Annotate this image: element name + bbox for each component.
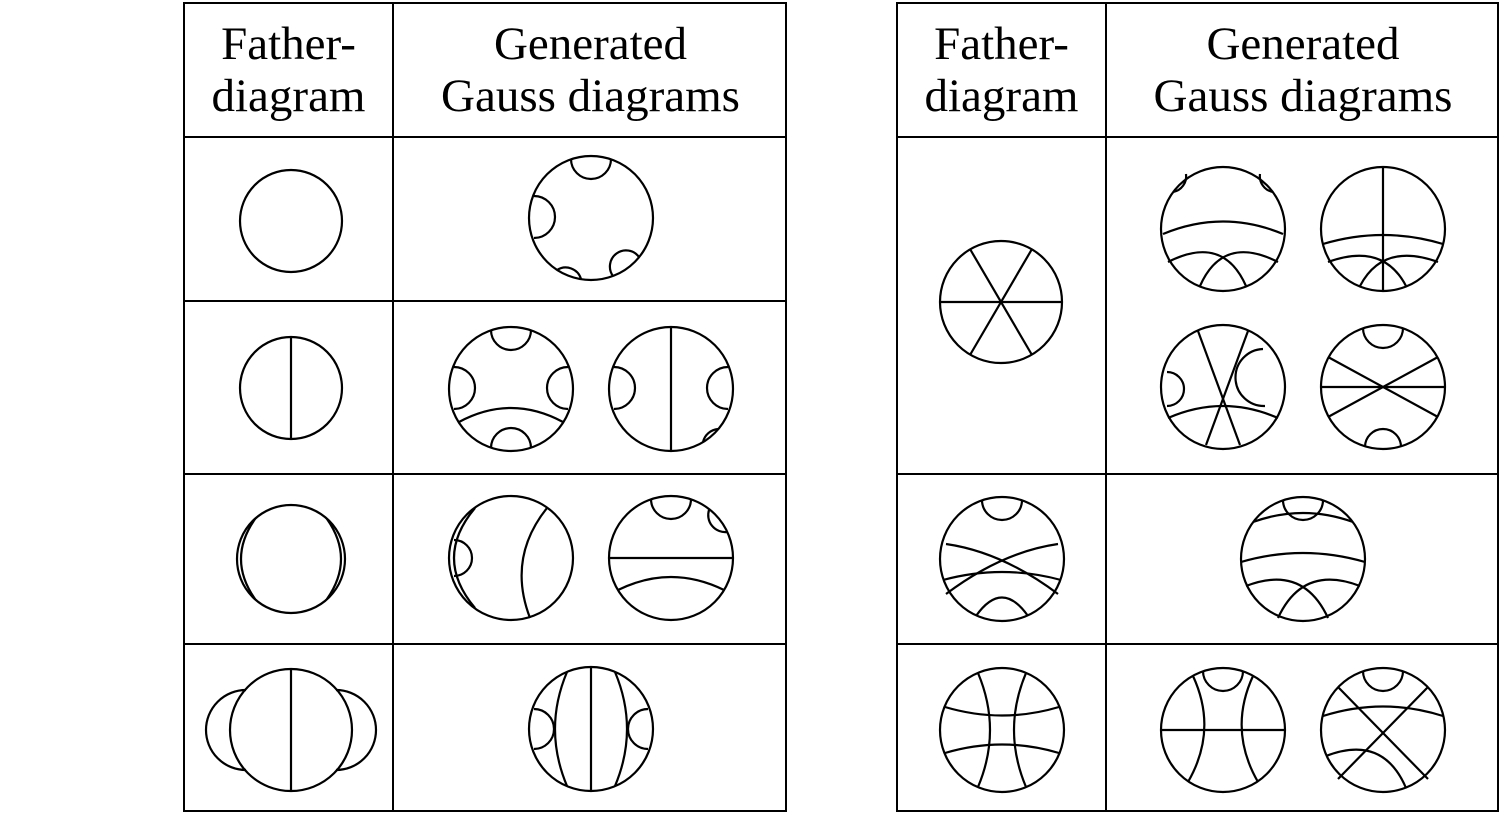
gauss-diagram-row-3b (607, 494, 735, 622)
header-line: diagram (924, 70, 1079, 122)
row-divider (898, 136, 1497, 138)
gauss-diagram-row-3b (1319, 666, 1447, 794)
right-table: Father- diagram Generated Gauss diagrams (896, 2, 1499, 812)
column-divider (1105, 4, 1107, 810)
row-divider (185, 473, 785, 475)
gauss-diagram-row-2b (607, 325, 735, 453)
gauss-diagram-row-3a (1159, 666, 1287, 794)
gauss-diagram-row-1a (1159, 165, 1287, 293)
gauss-diagram-row-4 (527, 665, 655, 793)
row-divider (898, 473, 1497, 475)
header-line: Generated (1206, 18, 1400, 70)
header-line: Father- (934, 18, 1069, 70)
father-diagram-header: Father- diagram (898, 4, 1105, 136)
header-line: Gauss diagrams (1153, 70, 1453, 122)
father-diagram-row-4 (204, 667, 378, 793)
father-diagram-row-1 (238, 168, 344, 274)
gauss-diagram-row-1b (1319, 165, 1447, 293)
gauss-diagram-row-1c (1159, 323, 1287, 451)
father-diagram-row-2 (238, 335, 344, 441)
gauss-diagram-row-1d (1319, 323, 1447, 451)
father-diagram-row-3 (938, 666, 1066, 794)
header-line: Father- (221, 18, 356, 70)
father-diagram-header: Father- diagram (185, 4, 392, 136)
header-line: Gauss diagrams (441, 70, 740, 122)
gauss-diagram-row-3a (447, 494, 575, 622)
left-table: Father- diagram Generated Gauss diagrams (183, 2, 787, 812)
father-diagram-row-2 (938, 495, 1066, 623)
father-diagram-row-3 (235, 503, 347, 615)
gauss-diagram-row-1 (527, 154, 655, 282)
row-divider (185, 136, 785, 138)
right-table-diagrams (938, 165, 1447, 794)
header-line: diagram (211, 70, 366, 122)
row-divider (185, 643, 785, 645)
gauss-diagram-row-2a (447, 325, 575, 453)
father-diagram-row-1 (938, 239, 1064, 365)
column-divider (392, 4, 394, 810)
generated-gauss-diagrams-header: Generated Gauss diagrams (1107, 4, 1499, 136)
gauss-diagram-row-2 (1239, 495, 1367, 623)
header-line: Generated (493, 18, 688, 70)
row-divider (898, 643, 1497, 645)
left-table-diagrams (204, 154, 735, 793)
row-divider (185, 300, 785, 302)
generated-gauss-diagrams-header: Generated Gauss diagrams (394, 4, 787, 136)
